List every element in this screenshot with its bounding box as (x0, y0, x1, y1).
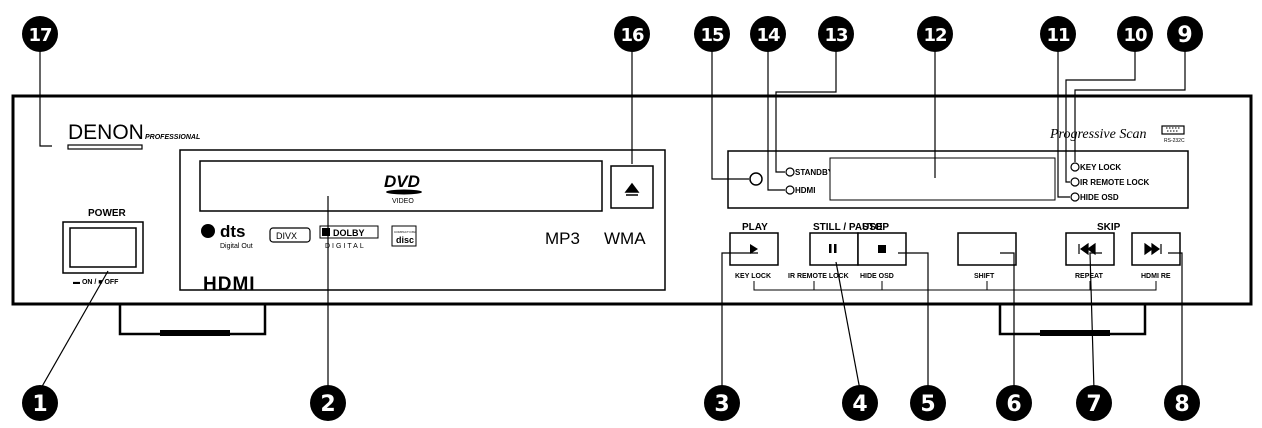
power-button[interactable] (69, 227, 137, 268)
skip-forward-icon (1144, 242, 1162, 256)
display-window (829, 157, 1056, 201)
callout-3: 3 (704, 385, 740, 421)
svg-text:dts: dts (220, 222, 246, 241)
eject-icon (624, 182, 640, 196)
shift-button[interactable] (957, 232, 1017, 266)
svg-text:KEY LOCK: KEY LOCK (735, 273, 771, 280)
display-panel: STANDBY HDMI KEY LOCK IR REMOTE LOCK HID… (727, 150, 1189, 209)
svg-text:HDMI: HDMI (795, 186, 815, 195)
callout-5: 5 (910, 385, 946, 421)
svg-text:2: 2 (320, 392, 335, 417)
brand-sub: PROFESSIONAL (145, 134, 200, 141)
svg-text:HDMI RE: HDMI RE (1141, 273, 1171, 280)
svg-text:4: 4 (852, 392, 867, 417)
callout-17: 17 (22, 16, 58, 52)
stop-button[interactable] (857, 232, 907, 266)
callout-15: 15 (694, 16, 730, 52)
svg-text:DOLBY: DOLBY (333, 228, 365, 238)
mp3-logo: MP3 (545, 229, 580, 248)
svg-text:HIDE OSD: HIDE OSD (1080, 193, 1119, 202)
svg-text:STOP: STOP (862, 222, 889, 233)
svg-text:17: 17 (28, 25, 52, 46)
svg-text:COMPACT DISC: COMPACT DISC (394, 230, 418, 234)
svg-text:PLAY: PLAY (742, 222, 768, 233)
svg-text:9: 9 (1177, 23, 1192, 48)
disc-tray-section: DVD VIDEO dts Digital Out DIVX DOLBY DIG… (179, 149, 666, 291)
svg-text:DIGITAL: DIGITAL (325, 243, 366, 250)
svg-text:5: 5 (920, 392, 935, 417)
video-logo: VIDEO (392, 198, 414, 205)
svg-text:6: 6 (1006, 392, 1021, 417)
dts-logo: dts Digital Out (201, 222, 253, 250)
callout-11: 11 (1040, 16, 1076, 52)
brand-name: DENON (68, 121, 144, 144)
svg-text:Digital Out: Digital Out (220, 243, 253, 250)
svg-text:STANDBY: STANDBY (795, 168, 834, 177)
callout-8: 8 (1164, 385, 1200, 421)
play-icon (750, 244, 758, 254)
svg-text:SKIP: SKIP (1097, 222, 1121, 233)
callout-16: 16 (614, 16, 650, 52)
dolby-logo: DOLBY DIGITAL (319, 225, 379, 250)
svg-text:HIDE OSD: HIDE OSD (860, 273, 894, 280)
eject-button[interactable] (610, 165, 654, 209)
skip-back-icon (1078, 242, 1096, 256)
wma-logo: WMA (604, 229, 646, 248)
svg-text:10: 10 (1123, 25, 1147, 46)
svg-text:12: 12 (923, 25, 946, 46)
dvd-logo: DVD (384, 172, 420, 191)
svg-text:13: 13 (824, 25, 848, 46)
progressive-scan-logo: Progressive Scan (1049, 127, 1147, 142)
svg-text:IR REMOTE LOCK: IR REMOTE LOCK (1080, 178, 1150, 187)
svg-text:15: 15 (700, 25, 724, 46)
callout-7: 7 (1076, 385, 1112, 421)
pause-icon (829, 244, 837, 253)
key-lock-indicator (1070, 162, 1080, 172)
svg-text:DIVX: DIVX (276, 231, 297, 241)
svg-text:SHIFT: SHIFT (974, 273, 995, 280)
compact-disc-logo: COMPACT DISC disc (391, 225, 418, 247)
power-sub-label: ▬ ON / ■ OFF (73, 279, 119, 286)
rs232c-port-icon (1161, 125, 1185, 135)
callout-14: 14 (750, 16, 786, 52)
control-buttons: PLAY STILL / PAUSE STOP SKIP KEY LOCK IR… (729, 222, 1181, 291)
hide-osd-indicator (1070, 192, 1080, 202)
callout-6: 6 (996, 385, 1032, 421)
svg-text:16: 16 (620, 25, 644, 46)
callout-10: 10 (1117, 16, 1153, 52)
callout-1: 1 (22, 385, 58, 421)
rs232c-label: RS-232C (1164, 138, 1185, 144)
svg-text:IR REMOTE LOCK: IR REMOTE LOCK (788, 273, 849, 280)
ir-remote-lock-indicator (1070, 177, 1080, 187)
standby-indicator (785, 167, 795, 177)
power-indicator-strip (67, 144, 143, 150)
power-section: POWER ▬ ON / ■ OFF (62, 208, 144, 286)
svg-text:3: 3 (714, 392, 729, 417)
svg-text:8: 8 (1174, 392, 1189, 417)
power-label: POWER (88, 208, 127, 219)
svg-text:KEY LOCK: KEY LOCK (1080, 163, 1121, 172)
leader-lines (39, 50, 1186, 391)
svg-text:STILL / PAUSE: STILL / PAUSE (813, 222, 883, 233)
brand-area: DENON PROFESSIONAL Progressive Scan RS-2… (67, 121, 1185, 150)
remote-sensor (749, 172, 763, 186)
callouts: 17 16 15 14 13 12 11 10 9 1 2 3 4 5 6 7 … (22, 16, 1203, 421)
callout-4: 4 (842, 385, 878, 421)
svg-text:REPEAT: REPEAT (1075, 273, 1104, 280)
callout-9: 9 (1167, 16, 1203, 52)
svg-text:disc: disc (396, 235, 414, 245)
disc-tray[interactable] (199, 160, 603, 212)
stop-icon (878, 245, 886, 253)
callout-2: 2 (310, 385, 346, 421)
svg-text:1: 1 (32, 392, 47, 417)
svg-text:11: 11 (1046, 25, 1070, 46)
svg-text:14: 14 (756, 25, 780, 46)
divx-logo: DIVX (269, 227, 311, 243)
svg-text:7: 7 (1086, 392, 1101, 417)
hdmi-indicator (785, 185, 795, 195)
hdmi-logo: HDMI (203, 274, 256, 295)
callout-13: 13 (818, 16, 854, 52)
callout-12: 12 (917, 16, 953, 52)
